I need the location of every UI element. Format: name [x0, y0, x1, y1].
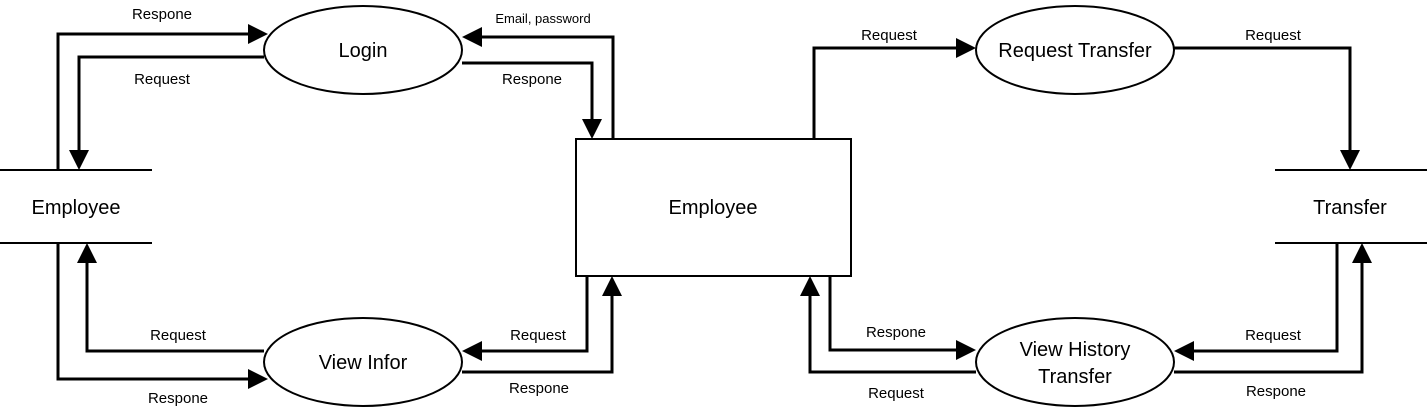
- flow-entity-to-login-line: [480, 35, 615, 139]
- flow-request-transfer-to-transfer-arrowhead: [1340, 150, 1360, 170]
- flow-login-to-entity-line: [462, 61, 594, 121]
- flow-login-to-entity-label: Respone: [502, 71, 562, 88]
- employee-entity-label: Employee: [669, 197, 758, 219]
- flow-store-to-view-infor-line: [56, 243, 250, 381]
- employee-entity-box: [575, 138, 852, 277]
- flow-entity-to-request-transfer-line: [812, 46, 958, 139]
- flow-login-to-entity-arrowhead: [582, 119, 602, 139]
- flow-entity-to-request-transfer-label: Request: [861, 27, 918, 44]
- flow-view-history-to-transfer: Respone: [1174, 243, 1372, 400]
- view-infor-label: View Infor: [319, 352, 408, 374]
- process-view-infor: View Infor: [263, 317, 463, 407]
- flow-login-to-store-arrowhead: [69, 150, 89, 170]
- flow-entity-to-view-history-arrowhead: [956, 340, 976, 360]
- process-login: Login: [263, 5, 463, 95]
- view-history-transfer-label-line2: Transfer: [1038, 366, 1112, 388]
- employee-entity: Employee: [575, 138, 852, 277]
- flow-entity-to-view-infor-line: [480, 276, 589, 353]
- flow-store-to-view-infor-arrowhead: [248, 369, 268, 389]
- flow-entity-to-login-label: Email, password: [495, 11, 590, 26]
- transfer-store-label: Transfer: [1313, 197, 1387, 219]
- flow-entity-to-view-infor-arrowhead: [462, 341, 482, 361]
- flow-view-history-to-transfer-arrowhead: [1352, 243, 1372, 263]
- flow-store-to-login-label: Respone: [132, 6, 192, 23]
- process-request-transfer: Request Transfer: [975, 5, 1175, 95]
- flow-entity-to-view-infor: Request: [462, 276, 589, 361]
- flow-entity-to-view-history-line: [828, 276, 958, 352]
- flow-view-infor-to-entity: Respone: [462, 276, 622, 397]
- flow-login-to-store-line: [77, 55, 264, 152]
- flow-view-infor-to-store-label: Request: [150, 327, 207, 344]
- flow-transfer-to-view-history-arrowhead: [1174, 341, 1194, 361]
- flow-request-transfer-to-transfer: Request: [1174, 27, 1360, 170]
- flow-entity-to-login: Email, password: [462, 11, 615, 139]
- view-history-transfer-ellipse: [975, 317, 1175, 407]
- flow-entity-to-view-history: Respone: [828, 276, 976, 360]
- process-view-history-transfer: View History Transfer: [975, 317, 1175, 407]
- flow-store-to-login-arrowhead: [248, 24, 268, 44]
- flow-store-to-login: Respone: [56, 6, 268, 170]
- flow-login-to-entity: Respone: [462, 61, 602, 139]
- transfer-data-store: Transfer: [1275, 169, 1427, 244]
- flow-entity-to-request-transfer: Request: [812, 27, 976, 139]
- flow-request-transfer-to-transfer-line: [1174, 46, 1352, 152]
- flow-view-infor-to-entity-line: [462, 294, 614, 374]
- login-ellipse: [263, 5, 463, 95]
- view-infor-ellipse: [263, 317, 463, 407]
- flow-view-infor-to-store-arrowhead: [77, 243, 97, 263]
- flow-login-to-store: Request: [69, 55, 264, 170]
- flow-view-infor-to-store: Request: [77, 243, 264, 353]
- flow-transfer-to-view-history-line: [1192, 243, 1339, 353]
- flow-view-infor-to-entity-label: Respone: [509, 380, 569, 397]
- flow-view-history-to-entity-line: [808, 294, 976, 374]
- flow-transfer-to-view-history-label: Request: [1245, 327, 1302, 344]
- flow-view-infor-to-entity-arrowhead: [602, 276, 622, 296]
- flow-view-history-to-transfer-label: Respone: [1246, 383, 1306, 400]
- flow-store-to-login-line: [56, 32, 250, 170]
- flow-request-transfer-to-transfer-label: Request: [1245, 27, 1302, 44]
- login-label: Login: [339, 40, 388, 62]
- request-transfer-ellipse: [975, 5, 1175, 95]
- view-history-transfer-label-line1: View History: [1020, 339, 1131, 361]
- flow-view-history-to-entity-arrowhead: [800, 276, 820, 296]
- flow-view-infor-to-store-line: [85, 261, 264, 353]
- flow-view-history-to-entity-label: Request: [868, 385, 925, 402]
- flow-entity-to-view-infor-label: Request: [510, 327, 567, 344]
- request-transfer-label: Request Transfer: [998, 40, 1152, 62]
- flow-entity-to-login-arrowhead: [462, 27, 482, 47]
- flow-entity-to-view-history-label: Respone: [866, 324, 926, 341]
- flow-store-to-view-infor: Respone: [56, 243, 268, 407]
- flow-transfer-to-view-history: Request: [1174, 243, 1339, 361]
- flow-login-to-store-label: Request: [134, 71, 191, 88]
- flow-view-history-to-entity: Request: [800, 276, 976, 402]
- flow-view-history-to-transfer-line: [1174, 261, 1364, 374]
- flow-entity-to-request-transfer-arrowhead: [956, 38, 976, 58]
- employee-store-label: Employee: [32, 197, 121, 219]
- flow-store-to-view-infor-label: Respone: [148, 390, 208, 407]
- employee-data-store: Employee: [0, 169, 152, 244]
